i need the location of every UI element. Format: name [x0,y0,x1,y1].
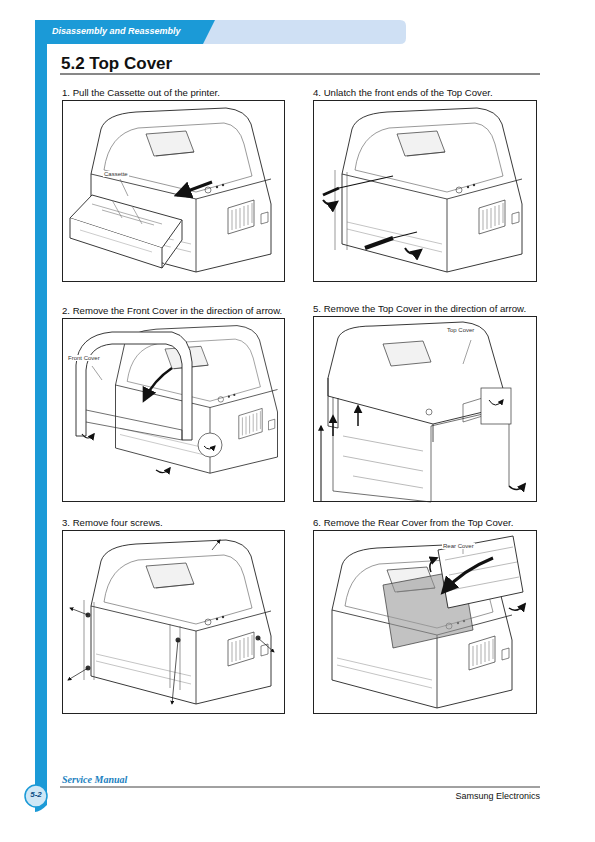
step-heading: 2. Remove the Front Cover in the directi… [62,305,284,317]
step-heading: 6. Remove the Rear Cover from the Top Co… [313,517,563,529]
step-panel: 4. Unlatch the front ends of the Top Cov… [313,100,537,282]
page-title: 5.2 Top Cover [61,54,172,74]
header-band: Disassembly and Reassembly [52,22,202,42]
step-panel: 2. Remove the Front Cover in the directi… [62,318,285,502]
step-heading: 1. Pull the Cassette out of the printer. [62,87,286,99]
step-heading: 3. Remove four screws. [62,517,286,529]
part-label: Top Cover [446,327,475,333]
step-panel: 3. Remove four screws. [62,530,285,714]
step-panel: 5. Remove the Top Cover in the direction… [313,316,537,502]
part-label: Front Cover [67,355,101,361]
section-header: Disassembly and Reassembly [52,26,181,36]
company-label: Samsung Electronics [455,791,540,801]
step-panel: 1. Pull the Cassette out of the printer.… [62,100,285,282]
step-heading: 4. Unlatch the front ends of the Top Cov… [313,87,563,99]
page-number: 5-2 [25,790,47,799]
part-label: Cassette [103,171,129,177]
step-heading: 5. Remove the Top Cover in the direction… [313,303,563,315]
part-label: Rear Cover [442,543,475,549]
step-panel: 6. Remove the Rear Cover from the Top Co… [313,530,537,714]
page-number-badge: 5-2 [25,785,47,807]
manual-label: Service Manual [62,774,127,785]
